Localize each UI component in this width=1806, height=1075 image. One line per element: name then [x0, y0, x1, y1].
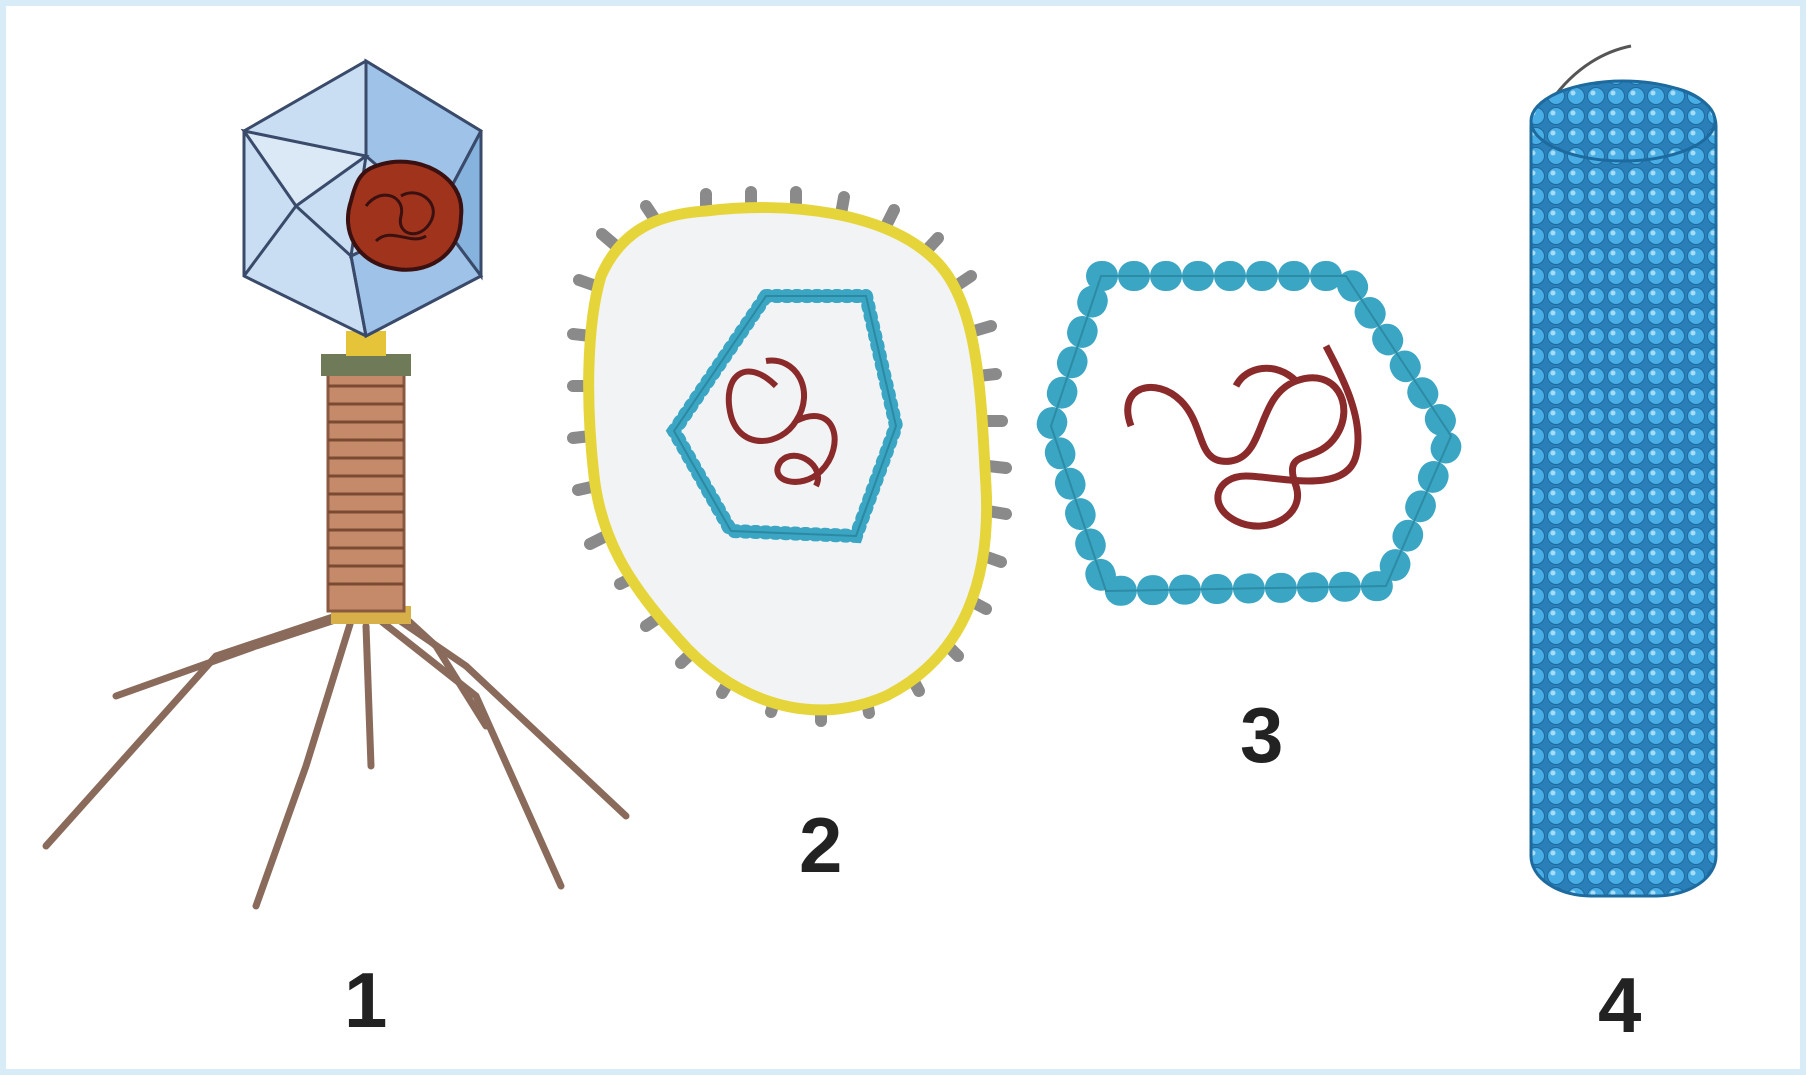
label-virus-2: 2 — [799, 806, 842, 884]
label-virus-3: 3 — [1240, 696, 1283, 774]
rod-capsid — [1531, 86, 1716, 896]
capsomere-shell — [1051, 276, 1451, 591]
phage-collar — [321, 354, 411, 376]
naked-icosahedral-virus — [1051, 276, 1451, 591]
phage-tail-fibers — [46, 614, 626, 906]
label-virus-4: 4 — [1598, 966, 1641, 1044]
bacteriophage — [46, 61, 626, 906]
phage-tail-sheath — [328, 366, 404, 611]
enveloped-virus — [573, 192, 1006, 721]
phage-dna — [348, 162, 461, 270]
naked-virus-rna — [1128, 346, 1358, 526]
helical-rod-virus — [1531, 46, 1716, 896]
rod-end-cap — [1531, 81, 1715, 161]
label-virus-1: 1 — [344, 961, 387, 1039]
virus-diagram — [6, 6, 1800, 1069]
figure-frame: 1 2 3 4 — [6, 6, 1800, 1069]
